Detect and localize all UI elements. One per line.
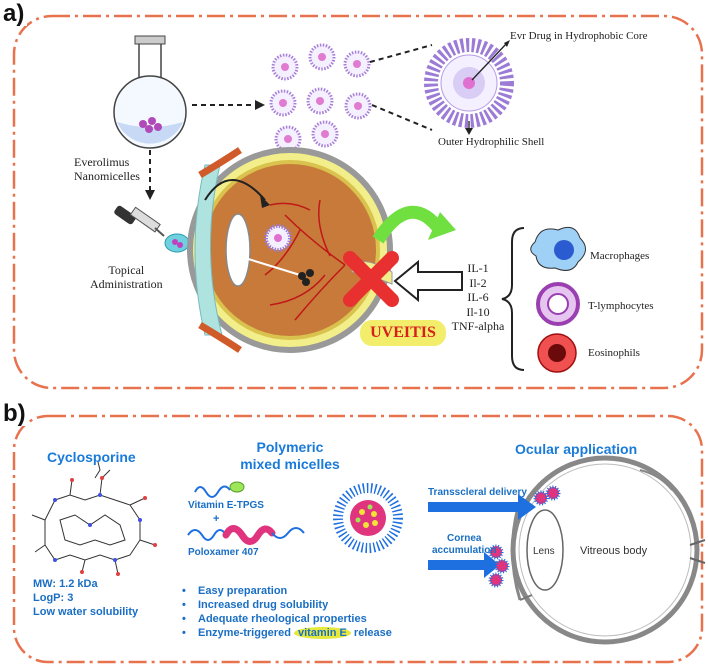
panel-b-border (12, 414, 704, 664)
cyclosporine-structure-icon (31, 461, 157, 576)
cornea-label-line2: accumulation (432, 545, 497, 556)
brace-icon (501, 227, 525, 371)
transscleral-arrow-icon (428, 494, 536, 520)
vitamin-e-tpgs-label: Vitamin E-TPGS (188, 500, 264, 511)
cell-label-t-lymphocytes: T-lymphocytes (588, 300, 654, 312)
uveitis-label: UVEITIS (370, 324, 436, 341)
t-lymphocyte-icon (536, 282, 580, 326)
cyclosporine-title: Cyclosporine (47, 449, 136, 465)
panel-a-border (12, 14, 704, 390)
cornea-label: Cornea accumulation (432, 533, 496, 557)
nanomicelles-label-line2: Nanomicelles (74, 169, 140, 183)
cytokine-list: IL-1 Il-2 IL-6 Il-10 TNF-alpha (450, 261, 506, 334)
transscleral-label: Transscleral delivery (428, 487, 527, 498)
macrophage-icon (530, 226, 586, 271)
micelle-cluster-icon (269, 43, 372, 153)
advantage-item: Enzyme-triggered vitamin E release (180, 626, 392, 640)
mixed-micelle-icon (333, 483, 403, 553)
uveitis-badge (360, 320, 446, 346)
advantage-item-post: release (350, 627, 392, 639)
cornea-arrow-icon (428, 552, 500, 578)
prop-logp: LogP: 3 (33, 592, 74, 604)
flask-icon (113, 35, 187, 149)
topical-label-line1: Topical (108, 263, 145, 277)
micelle-core-label: Evr Drug in Hydrophobic Core (510, 30, 648, 42)
poloxamer-label: Poloxamer 407 (188, 547, 259, 558)
advantage-item-pre: Enzyme-triggered (198, 627, 294, 639)
panel-b-label: b) (0, 402, 29, 426)
cyclosporine-props: MW: 1.2 kDa LogP: 3 Low water solubility (33, 577, 138, 619)
cell-label-macrophages: Macrophages (590, 250, 650, 262)
cytokine-item: Il-10 (466, 304, 490, 319)
advantage-item: Easy preparation (180, 584, 392, 598)
vitreous-label: Vitreous body (580, 545, 648, 557)
nanomicelles-label: Everolimus Nanomicelles (74, 155, 140, 183)
advantage-item: Adequate rheological properties (180, 612, 392, 626)
lens-label: Lens (533, 546, 555, 557)
nanomicelles-label-line1: Everolimus (74, 155, 130, 169)
dropper-icon (114, 205, 190, 253)
cytokine-item: Il-2 (469, 275, 487, 290)
vitamin-e-highlight: vitamin E (293, 627, 351, 639)
cornea-label-line1: Cornea (447, 533, 482, 544)
prop-solubility: Low water solubility (33, 606, 139, 618)
small-micelles-icon (488, 485, 561, 588)
cytokine-item: IL-6 (467, 290, 489, 304)
eye-cross-section-icon (187, 147, 393, 353)
micelles-title: Polymeric mixed micelles (230, 439, 350, 473)
prop-mw: MW: 1.2 kDa (33, 578, 98, 590)
micelles-title-line2: mixed micelles (240, 456, 340, 472)
vitamin-e-tpgs-icon (194, 485, 231, 498)
white-block-arrow-icon (393, 259, 463, 303)
topical-label: Topical Administration (90, 263, 163, 291)
block-cross-icon (343, 251, 399, 307)
eosinophil-icon (537, 333, 577, 373)
cytokine-item: TNF-alpha (451, 319, 505, 333)
advantages-list: Easy preparation Increased drug solubili… (180, 584, 392, 640)
cell-label-eosinophils: Eosinophils (588, 347, 640, 359)
topical-label-line2: Administration (90, 277, 163, 291)
panel-a-label: a) (0, 2, 28, 26)
plus-sign: + (213, 513, 220, 525)
micelles-title-line1: Polymeric (256, 439, 324, 455)
green-curved-arrow-icon (372, 205, 456, 244)
ocular-title: Ocular application (515, 441, 638, 457)
micelle-shell-label: Outer Hydrophilic Shell (438, 136, 545, 148)
panel-a-graphics (12, 14, 704, 390)
eye-anatomy-icon (510, 455, 706, 645)
advantage-item: Increased drug solubility (180, 598, 392, 612)
cytokine-item: IL-1 (467, 261, 489, 275)
poloxamer-407-icon (187, 529, 227, 541)
